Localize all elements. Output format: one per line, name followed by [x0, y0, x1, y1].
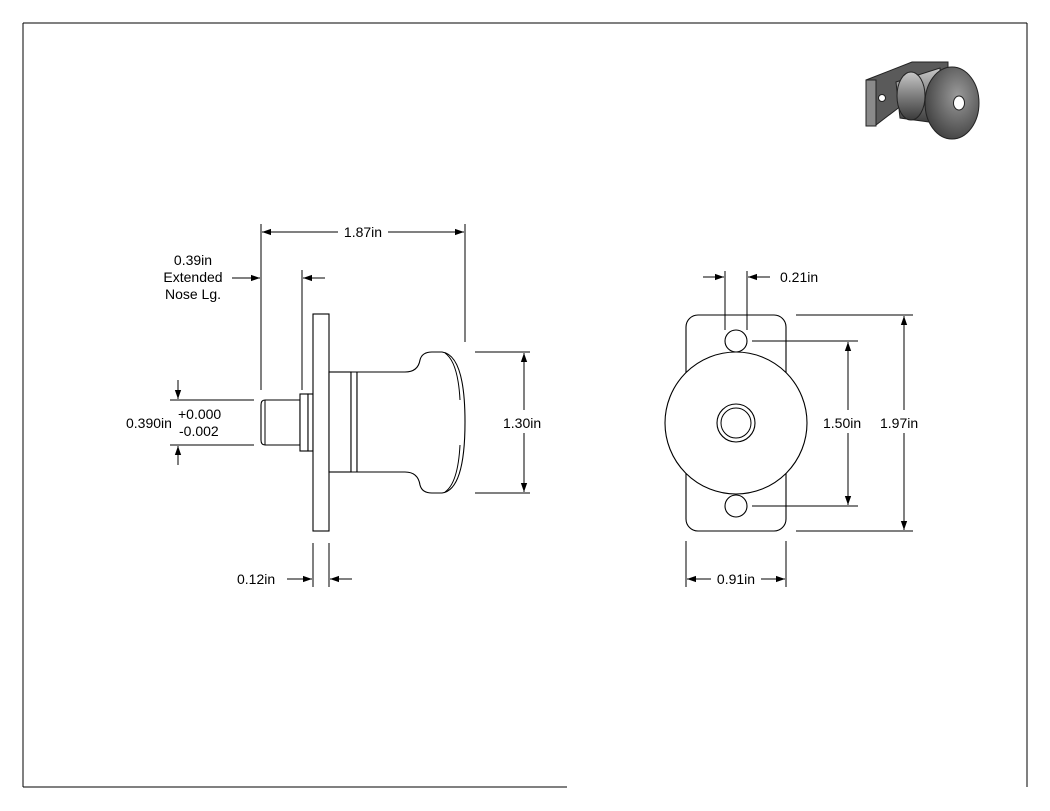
dimension-nose-length: 0.39in Extended Nose Lg. — [163, 252, 325, 390]
dimension-flange-height: 1.97in — [796, 314, 918, 532]
nose-length-line1: Extended — [163, 269, 222, 285]
front-view — [664, 314, 808, 532]
dimension-knob-diameter: 1.30in — [475, 351, 541, 494]
nose-length-value: 0.39in — [174, 252, 212, 268]
dimension-nose-diameter: 0.390in +0.000 -0.002 — [126, 380, 254, 465]
nose-length-line2: Nose Lg. — [165, 286, 221, 302]
tolerance-plus: +0.000 — [178, 406, 221, 422]
plunger-3d-icon — [865, 61, 980, 140]
tolerance-minus: -0.002 — [179, 423, 219, 439]
overall-length-label: 1.87in — [344, 224, 382, 240]
flange-thickness-label: 0.12in — [237, 571, 275, 587]
dimension-hole-diameter: 0.21in — [703, 269, 818, 330]
hole-diameter-label: 0.21in — [780, 269, 818, 285]
flange-height-label: 1.97in — [880, 415, 918, 431]
dimension-overall-length: 1.87in — [260, 224, 466, 390]
dimension-hole-spacing: 1.50in — [752, 340, 861, 507]
dimension-flange-width: 0.91in — [685, 541, 787, 587]
knob-diameter-label: 1.30in — [503, 415, 541, 431]
flange-width-label: 0.91in — [717, 571, 755, 587]
side-view — [260, 313, 466, 532]
drawing-border — [22, 22, 1028, 788]
dimension-flange-thickness: 0.12in — [237, 543, 352, 587]
hole-spacing-label: 1.50in — [823, 415, 861, 431]
nose-diameter-label: 0.390in — [126, 415, 172, 431]
